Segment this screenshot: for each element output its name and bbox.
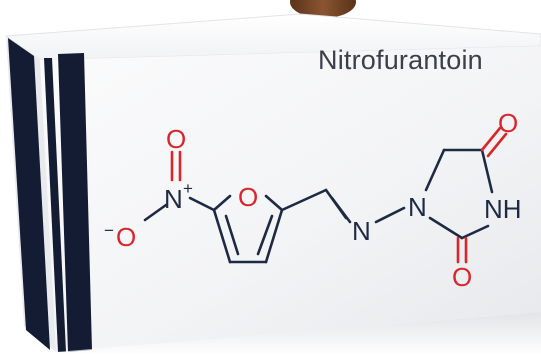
nitrofurantoin-structure [143,126,508,264]
atom-nitrogen-nitro: N [164,184,183,214]
atom-oxygen-nitro-top: O [166,124,186,154]
product-title: Nitrofurantoin [318,45,483,75]
charge-plus: + [183,179,193,198]
atom-oxygen-ketone: O [498,108,518,138]
box-shadow [56,312,541,356]
box-stripe-front-thin [44,58,66,352]
atom-nitrogen-ring: N [408,192,427,222]
capsule-pill-image [290,0,356,18]
atom-nitrogen-imine: N [352,216,371,246]
box-stripe-side [8,38,50,350]
atom-oxygen-furan: O [238,182,258,212]
box-front-face [40,46,541,352]
charge-minus: − [104,221,114,240]
box-stripe-front-thick [58,53,92,352]
atom-oxygen-nitro-minus: O [116,222,136,252]
atom-nh: NH [484,194,522,224]
atom-oxygen-urea: O [452,262,472,292]
